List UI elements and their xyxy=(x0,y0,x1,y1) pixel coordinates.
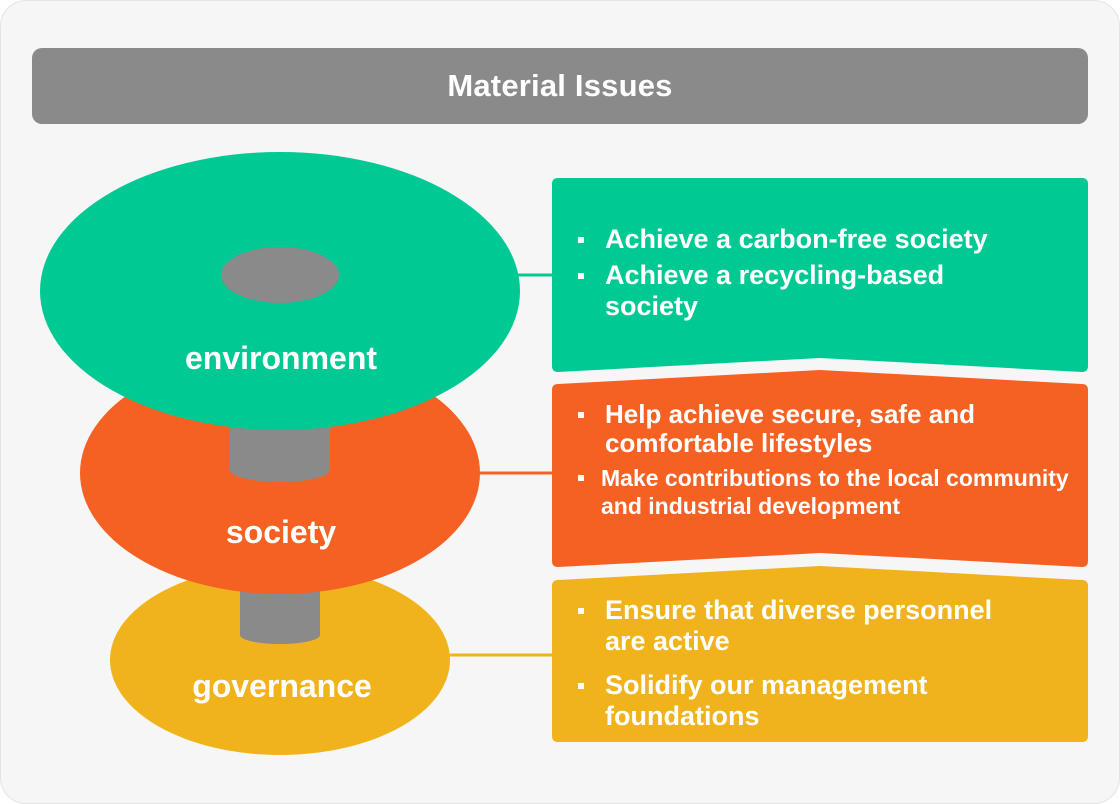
governance-label: governance xyxy=(192,668,372,704)
environment-issues: Achieve a carbon-free society Achieve a … xyxy=(552,224,1088,322)
lower-pillar-base xyxy=(240,626,320,644)
governance-issues: Ensure that diverse personnel are active… xyxy=(552,595,1088,732)
header-bar: Material Issues xyxy=(32,48,1088,124)
issue-item: Achieve a recycling-based society xyxy=(552,260,995,322)
issue-item: Solidify our management foundations xyxy=(552,670,985,732)
society-label: society xyxy=(226,514,336,550)
issue-item: Make contributions to the local communit… xyxy=(552,464,1081,520)
governance-issue-list: Ensure that diverse personnel are active… xyxy=(552,595,1088,732)
diagram-title: Material Issues xyxy=(447,68,673,103)
society-issues-box xyxy=(552,370,1088,567)
issue-item: Ensure that diverse personnel are active xyxy=(552,595,1035,657)
governance-disc xyxy=(110,565,450,755)
environment-label: environment xyxy=(185,340,377,376)
center-hole xyxy=(221,247,339,303)
governance-issues-box xyxy=(552,566,1088,742)
environment-issues-box xyxy=(552,178,1088,372)
upper-pillar-base xyxy=(230,458,330,482)
issue-item: Help achieve secure, safe and comfortabl… xyxy=(552,400,1035,458)
issue-item: Achieve a carbon-free society xyxy=(552,224,1088,255)
society-issue-list: Help achieve secure, safe and comfortabl… xyxy=(552,400,1088,520)
society-issues: Help achieve secure, safe and comfortabl… xyxy=(552,400,1088,520)
environment-issue-list: Achieve a carbon-free society Achieve a … xyxy=(552,224,1088,322)
